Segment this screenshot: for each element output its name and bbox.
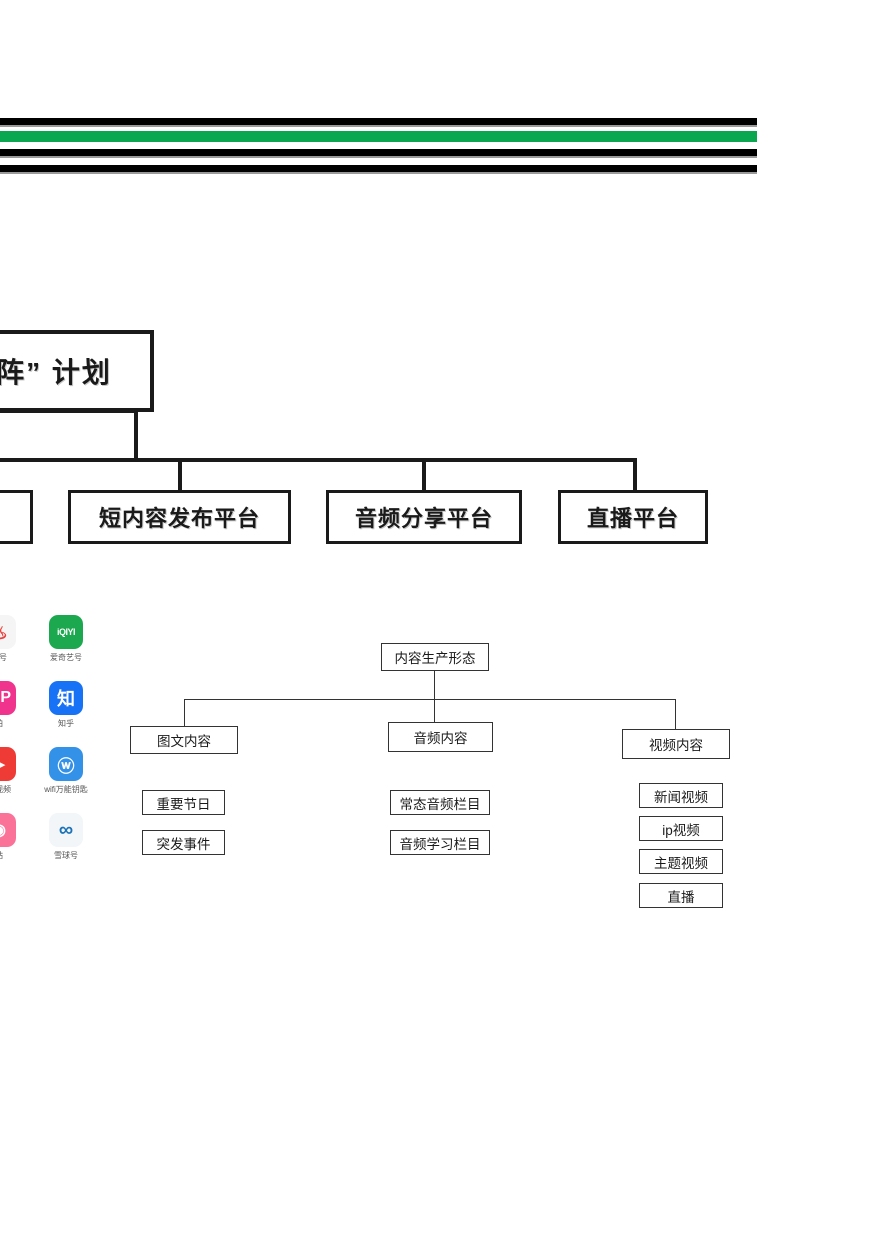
- tree-root-node[interactable]: 内容生产形态: [381, 643, 489, 671]
- banner-stripe-4-shadow: [0, 172, 757, 174]
- tree-connector-drop-shipin: [675, 699, 677, 729]
- app-icon-item[interactable]: 知 知乎: [35, 681, 97, 729]
- app-icon-label: 知乎: [58, 719, 74, 728]
- tree-root-label: 内容生产形态: [394, 651, 476, 666]
- banner-stripe-3-shadow: [0, 156, 757, 158]
- tree-leaf-ipshipin[interactable]: ip视频: [639, 816, 723, 841]
- tree-leaf-label: 常态音频栏目: [399, 796, 481, 812]
- app-icon-label: 拍: [0, 718, 30, 729]
- tree-leaf-label: 主题视频: [654, 855, 708, 871]
- xueqiuhao-icon: ∞: [49, 813, 83, 847]
- app-icon-label: 站: [0, 850, 30, 861]
- tree-leaf-zhibo[interactable]: 直播: [639, 883, 723, 908]
- banner-stripe-green: [0, 131, 757, 142]
- connector-drop-platform-1: [178, 458, 182, 492]
- tree-leaf-label: ip视频: [662, 822, 700, 838]
- banner-stripe-4: [0, 165, 757, 172]
- app-icon-item[interactable]: ⓦ wifi万能钥匙: [35, 747, 97, 795]
- connector-root-left-arm: [0, 409, 138, 413]
- app-icon-item[interactable]: ♨ 风号: [0, 615, 30, 663]
- platform-node-2[interactable]: 音频分享平台: [326, 490, 522, 544]
- platform-node-1[interactable]: 短内容发布平台: [68, 490, 291, 544]
- app-icon-item[interactable]: ◉ 站: [0, 813, 30, 861]
- platform-node-3[interactable]: 直播平台: [558, 490, 708, 544]
- app-icon-glyph: ◉: [0, 820, 6, 840]
- app-icon-item[interactable]: ▶ 小视频: [0, 747, 30, 795]
- striped-header-band: [0, 118, 757, 174]
- tree-leaf-tufashijian[interactable]: 突发事件: [142, 830, 225, 855]
- tree-branch-tuwen-label: 图文内容: [157, 734, 211, 749]
- tree-connector-drop-tuwen: [184, 699, 186, 726]
- app-icon-item[interactable]: MP 拍: [0, 681, 30, 729]
- app-icon-item[interactable]: ∞ 雪球号: [35, 813, 97, 861]
- xiaoshipin-icon: ▶: [0, 747, 16, 781]
- tree-leaf-label: 突发事件: [156, 836, 211, 852]
- connector-root-stem: [134, 412, 138, 460]
- app-icon-label: 小视频: [0, 785, 11, 794]
- iqiyi-icon: iQIYI: [49, 615, 83, 649]
- tree-leaf-changtaiyinpinlanmu[interactable]: 常态音频栏目: [390, 790, 490, 815]
- wifi-wanneng-yaoshi-icon: ⓦ: [49, 747, 83, 781]
- tree-leaf-xinwenshipin[interactable]: 新闻视频: [639, 783, 723, 808]
- app-icon-glyph: ♨: [0, 620, 8, 645]
- app-icon-label: 雪球号: [54, 851, 78, 860]
- zhihu-icon: 知: [49, 681, 83, 715]
- app-icon-glyph: ⓦ: [57, 756, 75, 776]
- tree-branch-shipin-label: 视频内容: [649, 738, 703, 753]
- app-icon-glyph: MP: [0, 689, 11, 706]
- tree-leaf-label: 新闻视频: [654, 789, 708, 805]
- platform-node-1-label: 短内容发布平台: [98, 506, 260, 531]
- tree-connector-root-stem: [434, 671, 436, 699]
- connector-drop-platform-3: [633, 458, 637, 492]
- banner-stripe-3: [0, 149, 757, 156]
- banner-stripe-1-shadow: [0, 125, 757, 127]
- tree-leaf-zhutishipin[interactable]: 主题视频: [639, 849, 723, 874]
- tree-connector-drop-yinpin: [434, 699, 436, 722]
- tree-leaf-label: 直播: [667, 889, 695, 905]
- bilibili-icon: ◉: [0, 813, 16, 847]
- app-icon-item[interactable]: iQIYI 爱奇艺号: [35, 615, 97, 663]
- app-icon-label: 风号: [0, 653, 7, 662]
- fenghuanghao-icon: ♨: [0, 615, 16, 649]
- app-icon-label: wifi万能钥匙: [44, 785, 88, 794]
- tree-branch-shipin[interactable]: 视频内容: [622, 729, 730, 759]
- tree-connector-bus: [184, 699, 676, 701]
- app-icon-glyph: ∞: [58, 818, 74, 841]
- connector-drop-platform-2: [422, 458, 426, 492]
- tree-branch-yinpin[interactable]: 音频内容: [388, 722, 493, 752]
- app-icon-glyph: ▶: [0, 755, 5, 773]
- chart-root-label: 阵” 计划: [0, 357, 112, 388]
- tree-leaf-label: 音频学习栏目: [399, 836, 481, 852]
- meipai-icon: MP: [0, 681, 16, 715]
- platform-matrix-chart: 阵” 计划 台 短内容发布平台 音频分享平台 直播平台: [0, 0, 874, 600]
- app-icon-glyph: 知: [57, 689, 75, 709]
- tree-branch-tuwen[interactable]: 图文内容: [130, 726, 238, 754]
- tree-leaf-label: 重要节日: [156, 796, 211, 812]
- tree-leaf-zhongyaojieri[interactable]: 重要节日: [142, 790, 225, 815]
- app-icon-label: 爱奇艺号: [50, 653, 82, 662]
- tree-branch-yinpin-label: 音频内容: [413, 731, 468, 746]
- banner-stripe-1: [0, 118, 757, 125]
- connector-horizontal-bus: [0, 458, 637, 462]
- platform-node-2-label: 音频分享平台: [354, 506, 493, 531]
- platform-node-3-label: 直播平台: [586, 506, 679, 531]
- app-icon-glyph: iQIYI: [56, 627, 76, 637]
- platform-node-0[interactable]: 台: [0, 490, 33, 544]
- app-icon-grid: ♨ 风号 iQIYI 爱奇艺号 MP 拍 知 知乎 ▶ 小视频: [0, 615, 118, 880]
- tree-leaf-yinpinxuexilanmu[interactable]: 音频学习栏目: [390, 830, 490, 855]
